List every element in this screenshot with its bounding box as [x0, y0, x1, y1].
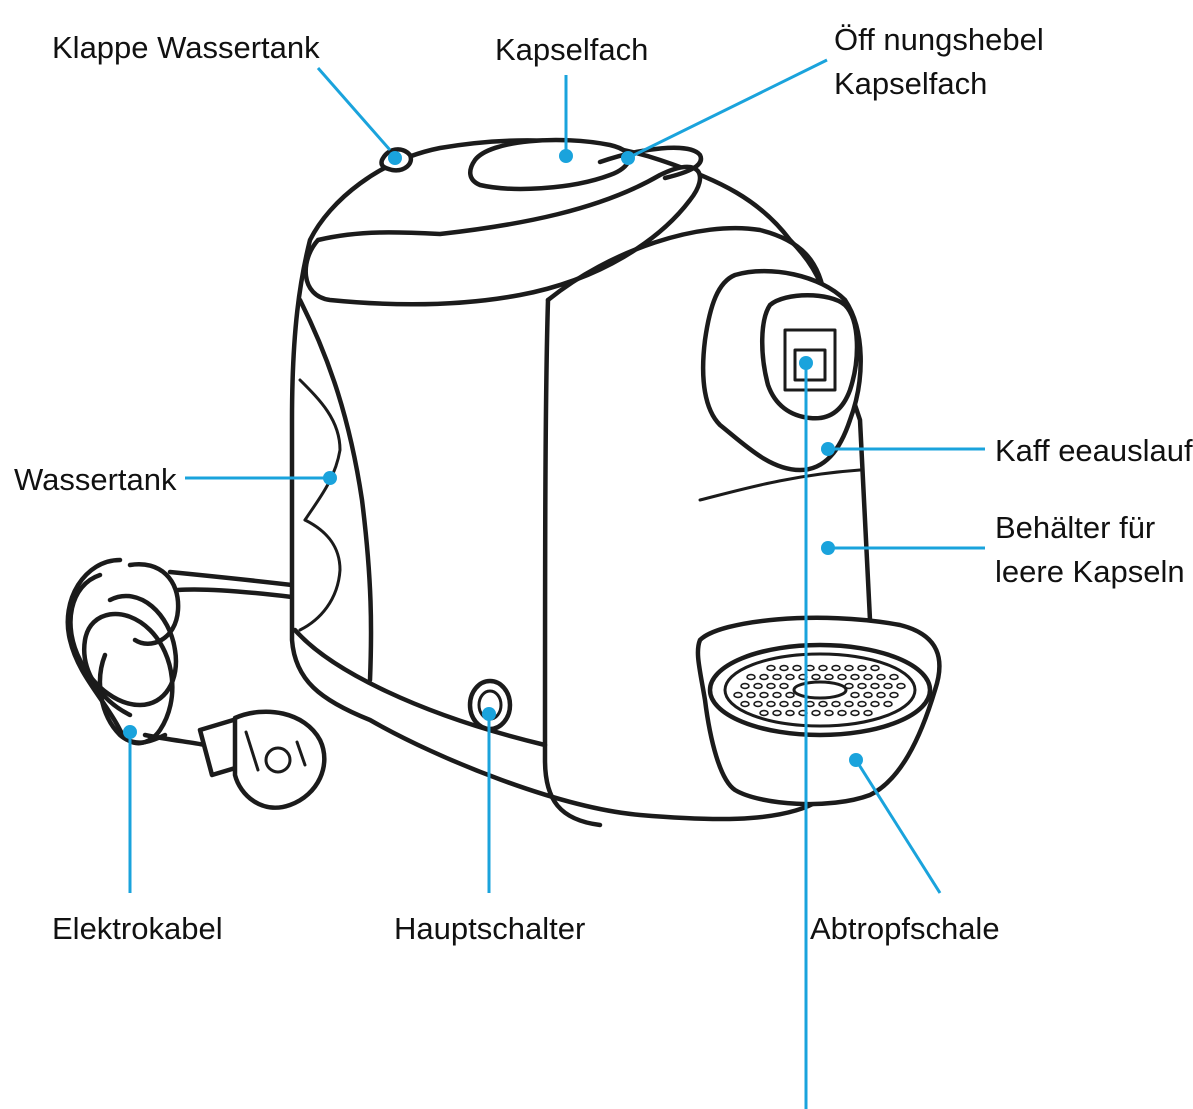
drip-tray-hole [876, 691, 886, 699]
drip-tray-hole [857, 664, 867, 672]
power-cable-illustration [65, 557, 327, 810]
drip-tray-hole [837, 673, 847, 681]
drip-tray-hole [831, 700, 841, 708]
coffee-machine-body [289, 137, 942, 828]
dot-elektrokabel [123, 725, 137, 739]
dot-behaelter [821, 541, 835, 555]
drip-tray-hole [863, 691, 873, 699]
label-oeffnungshebel-line1: Öff nungshebel [834, 22, 1044, 57]
drip-tray-hole [772, 691, 782, 699]
drip-tray-hole [772, 673, 782, 681]
anchor-dots [123, 149, 863, 767]
drip-tray-hole [779, 664, 789, 672]
drip-tray-hole [766, 664, 776, 672]
drip-tray-hole [785, 673, 795, 681]
label-behaelter-line2: leere Kapseln [995, 554, 1185, 589]
labels: Klappe Wassertank Kapselfach Öff nungshe… [14, 22, 1193, 946]
label-klappe-wassertank: Klappe Wassertank [52, 30, 320, 65]
drip-tray-hole [863, 673, 873, 681]
drip-tray-hole [863, 709, 873, 717]
leader-lines [128, 58, 985, 1109]
dot-abtropfschale [849, 753, 863, 767]
drip-tray-hole [766, 700, 776, 708]
leader-klappe-wassertank [316, 67, 392, 151]
drip-tray-hole [889, 691, 899, 699]
drip-tray-hole [759, 709, 769, 717]
drip-tray-hole [772, 709, 782, 717]
dot-kaffeeauslauf [821, 442, 835, 456]
drip-tray-hole [837, 709, 847, 717]
drip-tray-hole [883, 700, 893, 708]
drip-tray-hole [844, 700, 854, 708]
drip-tray-hole [759, 691, 769, 699]
drip-tray-hole [870, 664, 880, 672]
drip-tray-hole [811, 673, 821, 681]
dot-kapselfach [559, 149, 573, 163]
drip-tray-hole [850, 673, 860, 681]
drip-tray-hole [850, 709, 860, 717]
drip-tray-hole [811, 709, 821, 717]
drip-tray-hole [844, 664, 854, 672]
drip-tray-hole [850, 691, 860, 699]
drip-tray-hole [733, 691, 743, 699]
drip-tray-hole [785, 709, 795, 717]
dot-klappe-wassertank [388, 151, 402, 165]
drip-tray-hole [831, 664, 841, 672]
dot-wassertank [323, 471, 337, 485]
dot-hauptschalter [482, 707, 496, 721]
drip-tray-hole [785, 691, 795, 699]
drip-tray-hole [824, 673, 834, 681]
label-kapselfach: Kapselfach [495, 32, 648, 67]
drip-tray-center [792, 680, 848, 700]
leader-oeffnungshebel [627, 58, 828, 160]
dot-oeffnungshebel [621, 151, 635, 165]
label-abtropfschale: Abtropfschale [810, 911, 1000, 946]
drip-tray-hole [740, 682, 750, 690]
drip-tray-hole [896, 682, 906, 690]
leader-abtropfschale [854, 759, 942, 894]
label-oeffnungshebel-line2: Kapselfach [834, 66, 987, 101]
drip-tray-hole [740, 700, 750, 708]
drip-tray-hole [818, 664, 828, 672]
drip-tray-hole [824, 709, 834, 717]
drip-tray-hole [883, 682, 893, 690]
drip-tray-hole [857, 682, 867, 690]
drip-tray-hole [889, 673, 899, 681]
drip-tray-hole [792, 700, 802, 708]
drip-tray-hole [779, 682, 789, 690]
label-kaffeeauslauf: Kaff eeauslauf [995, 433, 1193, 468]
drip-tray-hole [759, 673, 769, 681]
drip-tray-hole [766, 682, 776, 690]
drip-tray-hole [870, 682, 880, 690]
drip-tray-hole [818, 700, 828, 708]
drip-tray-hole [753, 700, 763, 708]
drip-tray-hole [746, 673, 756, 681]
label-wassertank: Wassertank [14, 462, 177, 497]
label-behaelter-line1: Behälter für [995, 510, 1155, 545]
label-hauptschalter: Hauptschalter [394, 911, 585, 946]
drip-tray-hole [779, 700, 789, 708]
drip-tray-hole [857, 700, 867, 708]
drip-tray-hole [746, 691, 756, 699]
dot-spout [799, 356, 813, 370]
drip-tray-hole [753, 682, 763, 690]
drip-tray-hole [792, 664, 802, 672]
drip-tray-hole [876, 673, 886, 681]
drip-tray-hole [870, 700, 880, 708]
label-elektrokabel: Elektrokabel [52, 911, 223, 946]
